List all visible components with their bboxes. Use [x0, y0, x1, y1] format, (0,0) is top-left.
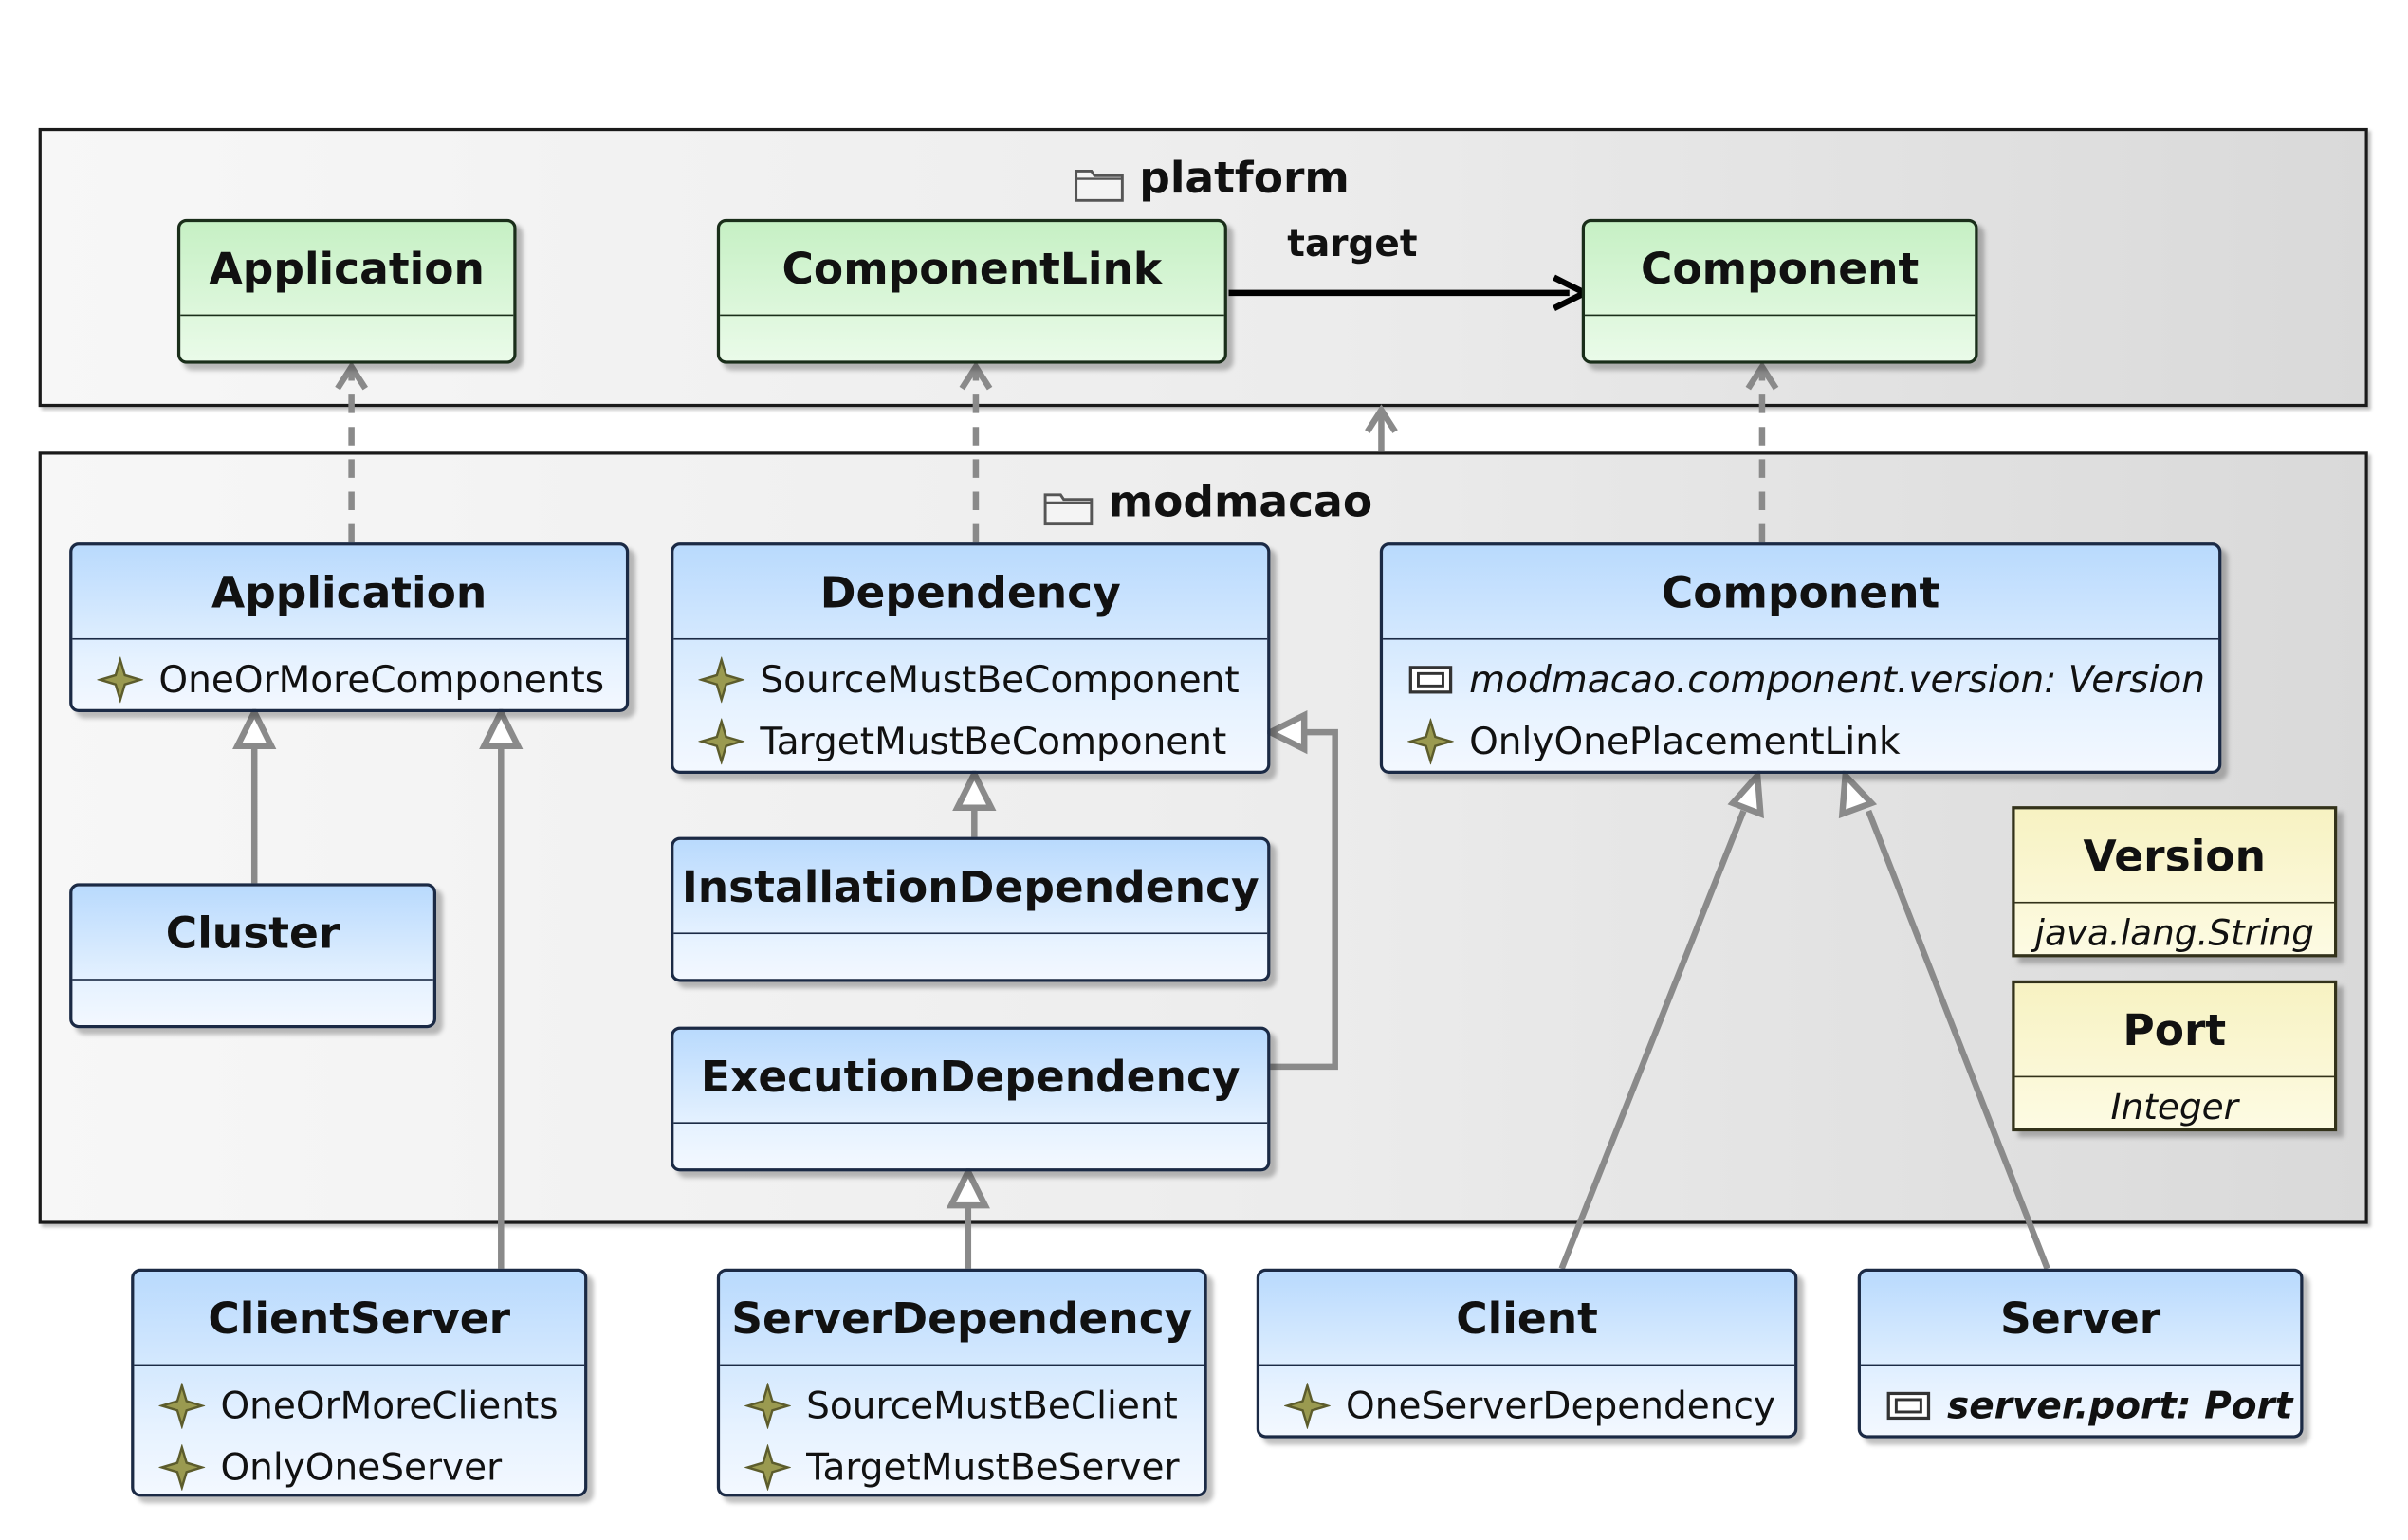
- constraint-icon: [744, 1383, 791, 1429]
- constraint-icon: [1284, 1383, 1331, 1429]
- constraint-icon: [158, 1383, 206, 1429]
- arrowhead-icon: [959, 360, 993, 391]
- attribute-icon: [1408, 666, 1453, 694]
- class-name: Component: [1383, 545, 2219, 640]
- class-server-dependency[interactable]: ServerDependency SourceMustBeClient Targ…: [716, 1268, 1207, 1498]
- edge-execution-dependency: [1270, 728, 1338, 1071]
- package-name: platform: [1139, 152, 1350, 204]
- constraint-row[interactable]: TargetMustBeComponent: [673, 710, 1267, 772]
- constraint-label: OnlyOnePlacementLink: [1469, 720, 1901, 763]
- arrowhead-icon: [1365, 404, 1398, 433]
- constraint-label: SourceMustBeClient: [806, 1384, 1178, 1428]
- attribute-icon: [1886, 1391, 1931, 1421]
- folder-icon: [1043, 485, 1094, 525]
- class-application[interactable]: Application OneOrMoreComponents: [69, 542, 630, 712]
- class-name: ExecutionDependency: [673, 1030, 1268, 1124]
- folder-icon: [1075, 161, 1124, 201]
- edge-server-component: [1866, 809, 2050, 1270]
- generalization-arrow-icon: [1727, 767, 1764, 819]
- class-installation-dependency[interactable]: InstallationDependency: [671, 836, 1271, 982]
- class-platform-componentlink[interactable]: ComponentLink: [716, 218, 1227, 364]
- class-client[interactable]: Client OneServerDependency: [1256, 1268, 1798, 1439]
- datatype-name: Port: [2014, 983, 2335, 1078]
- class-name: Dependency: [673, 545, 1268, 640]
- constraint-icon: [158, 1444, 206, 1491]
- constraint-row[interactable]: OneOrMoreComponents: [72, 649, 626, 710]
- class-name: ServerDependency: [720, 1272, 1204, 1366]
- class-execution-dependency[interactable]: ExecutionDependency: [671, 1026, 1271, 1172]
- constraint-icon: [744, 1444, 791, 1491]
- datatype-type: Integer: [2110, 1088, 2239, 1128]
- class-dependency[interactable]: Dependency SourceMustBeComponent TargetM…: [671, 542, 1271, 775]
- constraint-icon: [1407, 718, 1454, 765]
- constraint-label: TargetMustBeServer: [806, 1445, 1180, 1490]
- datatype-name: Version: [2014, 809, 2335, 904]
- constraint-icon: [97, 656, 144, 704]
- class-component[interactable]: Component modmacao.component.version: Ve…: [1379, 542, 2222, 775]
- generalization-arrow-icon: [1838, 768, 1878, 819]
- attribute-row[interactable]: server.port: Port: [1861, 1375, 2300, 1437]
- constraint-row[interactable]: OneOrMoreClients: [134, 1375, 584, 1437]
- constraint-label: OnlyOneServer: [220, 1445, 503, 1490]
- constraint-icon: [698, 718, 745, 765]
- datatype-version[interactable]: Version java.lang.String: [2012, 806, 2338, 958]
- class-platform-application[interactable]: Application: [176, 218, 517, 364]
- package-modmacao-title: modmacao: [1043, 476, 1372, 527]
- constraint-label: SourceMustBeComponent: [760, 658, 1240, 702]
- class-server[interactable]: Server server.port: Port: [1857, 1268, 2304, 1439]
- edge-client-component: [1558, 809, 1747, 1270]
- generalization-arrow-icon: [946, 1164, 990, 1209]
- constraint-label: OneOrMoreClients: [220, 1384, 559, 1428]
- attribute-label: modmacao.component.version: Version: [1469, 658, 2205, 702]
- constraint-label: TargetMustBeComponent: [760, 720, 1227, 763]
- class-name: InstallationDependency: [673, 840, 1268, 935]
- class-name: Client: [1259, 1272, 1795, 1366]
- package-platform-title: platform: [1075, 153, 1350, 204]
- package-name: modmacao: [1108, 476, 1373, 527]
- datatype-port[interactable]: Port Integer: [2012, 980, 2338, 1132]
- class-name: Application: [180, 222, 514, 317]
- generalization-arrow-icon: [232, 705, 277, 749]
- class-name: Server: [1860, 1272, 2301, 1366]
- constraint-row[interactable]: SourceMustBeComponent: [673, 649, 1267, 710]
- constraint-label: OneOrMoreComponents: [158, 658, 605, 702]
- generalization-arrow-icon: [479, 705, 524, 749]
- target-label: target: [1287, 222, 1418, 266]
- class-name: Component: [1585, 222, 1976, 317]
- constraint-icon: [698, 656, 745, 704]
- arrowhead-icon: [335, 360, 368, 391]
- class-name: Application: [72, 545, 626, 640]
- constraint-row[interactable]: OneServerDependency: [1259, 1375, 1794, 1437]
- constraint-row[interactable]: SourceMustBeClient: [720, 1375, 1204, 1437]
- constraint-row[interactable]: TargetMustBeServer: [720, 1437, 1204, 1498]
- constraint-row[interactable]: OnlyOnePlacementLink: [1383, 710, 2218, 772]
- arrowhead-icon: [1745, 360, 1779, 391]
- class-name: Cluster: [72, 887, 433, 981]
- class-cluster[interactable]: Cluster: [69, 883, 437, 1029]
- class-clientserver[interactable]: ClientServer OneOrMoreClients OnlyOneSer…: [131, 1268, 588, 1498]
- constraint-label: OneServerDependency: [1346, 1384, 1775, 1428]
- class-platform-component[interactable]: Component: [1581, 218, 1978, 364]
- generalization-arrow-icon: [952, 766, 997, 812]
- datatype-type: java.lang.String: [2034, 913, 2314, 955]
- attribute-row[interactable]: modmacao.component.version: Version: [1383, 649, 2218, 710]
- generalization-arrow-icon: [1263, 709, 1308, 755]
- class-name: ComponentLink: [720, 222, 1224, 317]
- class-name: ClientServer: [134, 1272, 585, 1366]
- attribute-label: server.port: Port: [1947, 1384, 2293, 1428]
- constraint-row[interactable]: OnlyOneServer: [134, 1437, 584, 1498]
